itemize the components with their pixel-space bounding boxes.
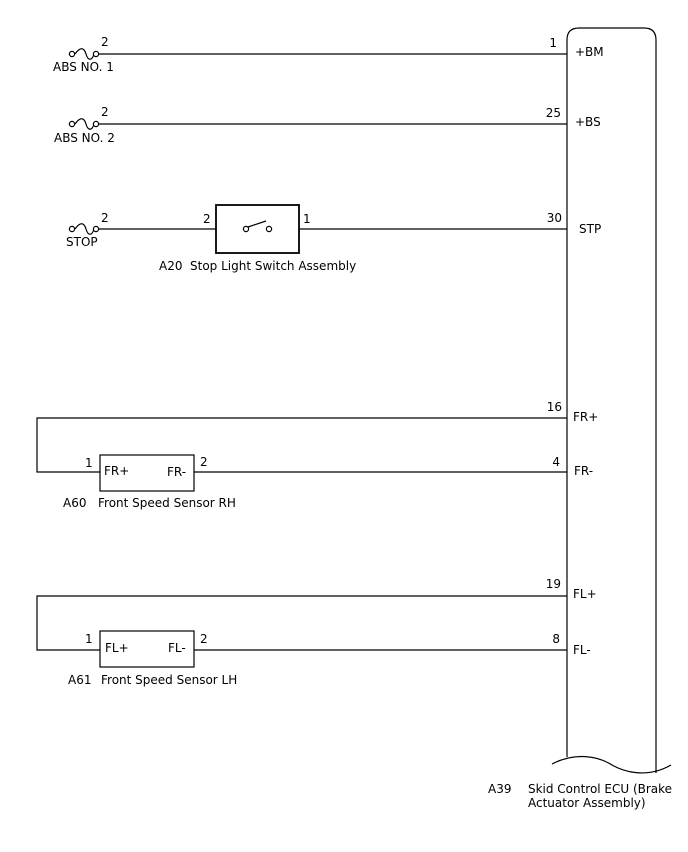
fuse-terminal [92, 225, 100, 233]
ecu-pin-fr-plus: 16 FR+ [547, 400, 599, 424]
ecu-break-line [551, 755, 672, 774]
ecu-pin-number: 4 [552, 455, 560, 469]
fuse-icon [74, 118, 95, 130]
fuse-abs-no1: ABS NO. 1 2 [53, 35, 114, 74]
ecu-pin-number: 30 [547, 211, 562, 225]
ecu-pin-bm: 1 +BM [549, 36, 603, 59]
ecu-code: A39 [488, 782, 511, 796]
sensor-lh-name: Front Speed Sensor LH [101, 673, 237, 687]
switch-code: A20 [159, 259, 182, 273]
fuse-stop: STOP 2 [66, 211, 109, 249]
ecu-name-line1: Skid Control ECU (Brake [528, 782, 672, 796]
fuse-terminal [68, 225, 76, 233]
fuse-pin: 2 [101, 211, 109, 225]
ecu-pin-stp: 30 STP [547, 211, 601, 236]
switch-pin-right: 1 [303, 212, 311, 226]
fuse-pin: 2 [101, 105, 109, 119]
ecu-pin-name: FL- [573, 643, 591, 657]
fuse-label: STOP [66, 235, 98, 249]
sensor-rh-pin-left: 1 [85, 456, 93, 470]
fuse-label: ABS NO. 1 [53, 60, 114, 74]
ecu-name-line2: Actuator Assembly) [528, 796, 646, 810]
sensor-lh-term-plus: FL+ [105, 641, 129, 655]
front-speed-sensor-lh: FL+ FL- 1 2 A61 Front Speed Sensor LH [68, 630, 237, 687]
fuse-icon [74, 223, 95, 235]
ecu-pin-fl-minus: 8 FL- [552, 632, 590, 657]
ecu-pin-fl-plus: 19 FL+ [546, 577, 597, 601]
ecu-pin-name: STP [579, 222, 601, 236]
sensor-lh-term-minus: FL- [168, 641, 186, 655]
ecu-pin-name: +BS [575, 115, 601, 129]
sensor-rh-box [99, 454, 195, 492]
fuse-terminal [92, 120, 100, 128]
wire-fr-plus [36, 417, 567, 473]
sensor-rh-code: A60 [63, 496, 86, 510]
switch-pin-left: 2 [203, 212, 211, 226]
ecu-pin-number: 1 [549, 36, 557, 50]
ecu-pin-name: FR- [574, 464, 593, 478]
fuse-terminal [68, 120, 76, 128]
switch-contact [265, 225, 273, 233]
sensor-lh-code: A61 [68, 673, 91, 687]
ecu-pin-name: FR+ [573, 410, 598, 424]
ecu-pin-bs: 25 +BS [546, 106, 601, 129]
ecu-pin-name: FL+ [573, 587, 597, 601]
sensor-lh-pin-right: 2 [200, 632, 208, 646]
fuse-label: ABS NO. 2 [54, 131, 115, 145]
fuse-pin: 2 [101, 35, 109, 49]
ecu-caption: A39 Skid Control ECU (Brake Actuator Ass… [488, 782, 672, 810]
fuse-abs-no2: ABS NO. 2 2 [54, 105, 115, 145]
ecu-pin-number: 8 [552, 632, 560, 646]
fuse-terminal [92, 50, 100, 58]
fuse-terminal [68, 50, 76, 58]
sensor-lh-pin-left: 1 [85, 632, 93, 646]
ecu-pin-number: 19 [546, 577, 561, 591]
switch-contact [242, 225, 250, 233]
ecu-pin-number: 16 [547, 400, 562, 414]
front-speed-sensor-rh: FR+ FR- 1 2 A60 Front Speed Sensor RH [63, 454, 236, 510]
sensor-rh-pin-right: 2 [200, 455, 208, 469]
fuse-icon [74, 48, 95, 60]
ecu-body [566, 27, 657, 773]
sensor-lh-box [99, 630, 195, 668]
wire-fl-plus [36, 595, 567, 651]
switch-name: Stop Light Switch Assembly [190, 259, 356, 273]
sensor-rh-term-minus: FR- [167, 465, 186, 479]
stop-light-switch: 2 1 A20 Stop Light Switch Assembly [159, 204, 356, 273]
sensor-rh-term-plus: FR+ [104, 464, 129, 478]
ecu-pin-fr-minus: 4 FR- [552, 455, 593, 478]
ecu-pin-number: 25 [546, 106, 561, 120]
switch-lever-icon [247, 220, 267, 228]
ecu-pin-name: +BM [575, 45, 604, 59]
sensor-rh-name: Front Speed Sensor RH [98, 496, 236, 510]
switch-box [215, 204, 300, 254]
